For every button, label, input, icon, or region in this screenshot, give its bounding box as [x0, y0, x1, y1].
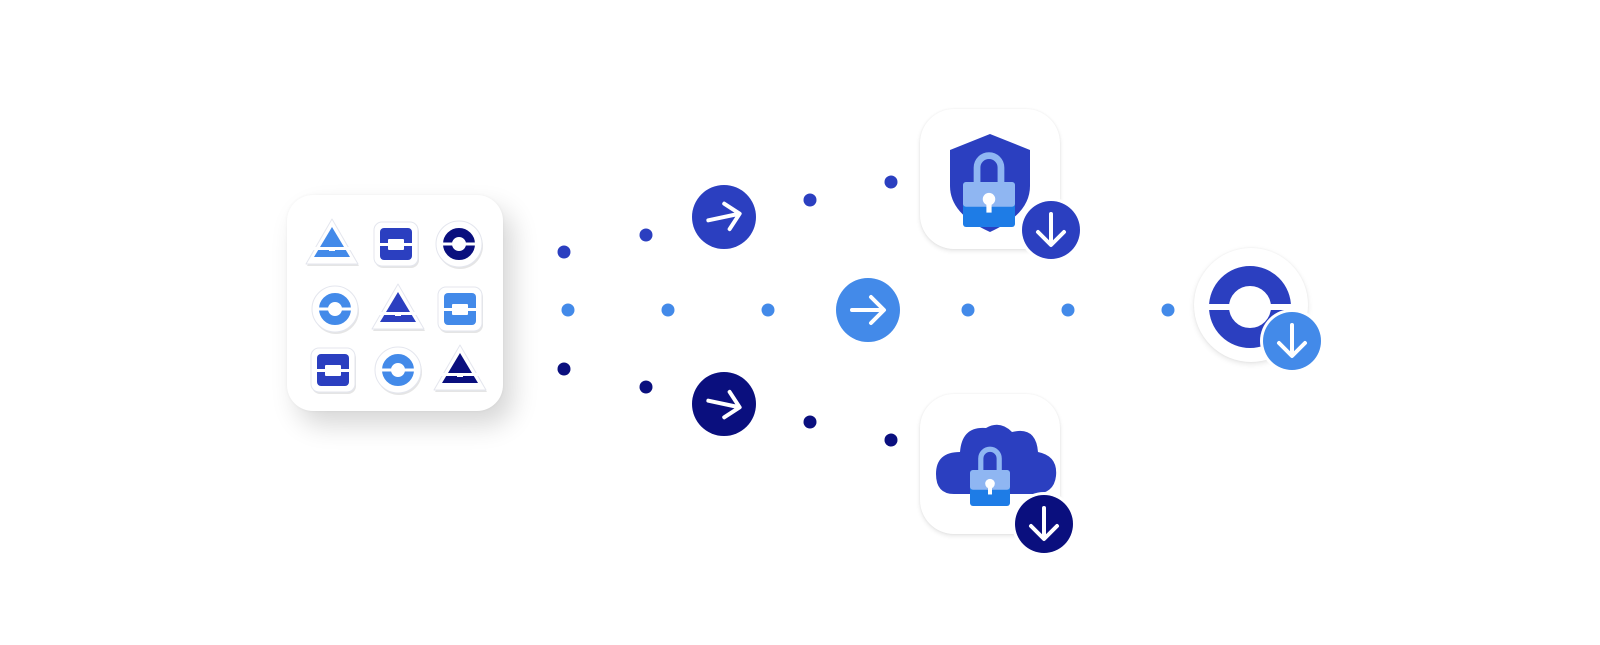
flow-dot: [884, 175, 898, 189]
square-icon: [437, 286, 483, 333]
square-icon: [373, 221, 419, 268]
triangle-icon: [305, 218, 359, 266]
flow-dot: [557, 362, 571, 376]
flow-dot: [1161, 303, 1175, 317]
flow-dot: [961, 303, 975, 317]
flow-dot: [561, 303, 575, 317]
arrow-right-icon: [692, 185, 756, 249]
flow-dot: [661, 303, 675, 317]
flow-dot: [639, 228, 653, 242]
shield-lock-icon: [950, 134, 1030, 232]
padlock-icon: [970, 446, 1010, 506]
ring-icon: [311, 285, 359, 334]
flow-dot: [884, 433, 898, 447]
flow-dot: [803, 415, 817, 429]
arrow-right-icon: [836, 278, 900, 342]
flow-dot: [557, 245, 571, 259]
padlock-icon: [963, 152, 1015, 227]
ring-icon: [374, 346, 422, 395]
square-icon: [310, 347, 356, 394]
download-arrow-icon: [1012, 492, 1076, 556]
flow-dot: [761, 303, 775, 317]
flow-dot: [803, 193, 817, 207]
download-arrow-icon: [1260, 309, 1324, 373]
flow-dot: [1061, 303, 1075, 317]
arrow-right-icon: [692, 372, 756, 436]
download-arrow-icon: [1019, 198, 1083, 262]
cloud-lock-icon: [936, 424, 1057, 506]
ring-icon: [435, 220, 483, 269]
triangle-icon: [433, 344, 487, 392]
flow-dot: [639, 380, 653, 394]
ring-logo-icon: [1204, 266, 1296, 348]
triangle-icon: [371, 283, 425, 331]
